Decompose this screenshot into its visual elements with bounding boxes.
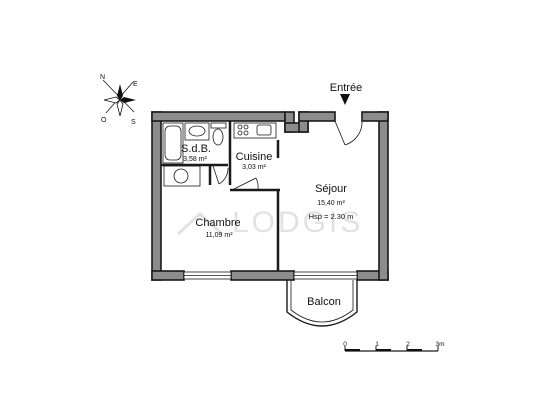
watermark-text: LODGIS [232, 206, 363, 239]
watermark: LODGIS [176, 206, 363, 239]
compass-south-label: S [131, 119, 136, 126]
room-name-sejour: Séjour [315, 183, 347, 195]
entrance-label: Entrée [330, 82, 362, 94]
compass-east-label: E [133, 81, 138, 88]
partitions [161, 121, 280, 271]
compass-west-label: O [101, 117, 107, 124]
room-area-cuisine: 3,03 m² [242, 164, 266, 171]
balcony-label: Balcon [307, 296, 341, 308]
room-height-sejour: Hsp = 2.30 m [309, 212, 354, 221]
scale-tick-2: 2 [406, 341, 410, 348]
compass-rose: N S E O [100, 74, 138, 126]
compass-north-label: N [100, 74, 105, 81]
room-name-chambre: Chambre [195, 217, 240, 229]
bathroom-fixtures [162, 122, 227, 164]
scale-tick-3: 3m [435, 341, 444, 348]
room-area-sdb: 3,58 m² [183, 156, 207, 163]
washing-machine [163, 165, 201, 187]
kitchen-fixtures [233, 122, 277, 139]
windows [183, 271, 358, 280]
room-area-sejour: 15,40 m² [317, 200, 345, 207]
room-name-cuisine: Cuisine [236, 151, 273, 163]
scale-bar: 0 1 2 3m [343, 341, 445, 352]
walls [151, 111, 389, 281]
room-area-chambre: 11,09 m² [205, 232, 233, 239]
scale-tick-0: 0 [343, 341, 347, 348]
entrance-arrow-icon [340, 94, 350, 105]
doors [212, 120, 363, 191]
scale-tick-1: 1 [375, 341, 379, 348]
balcony [286, 280, 358, 327]
room-name-sdb: S.d.B. [181, 143, 211, 155]
